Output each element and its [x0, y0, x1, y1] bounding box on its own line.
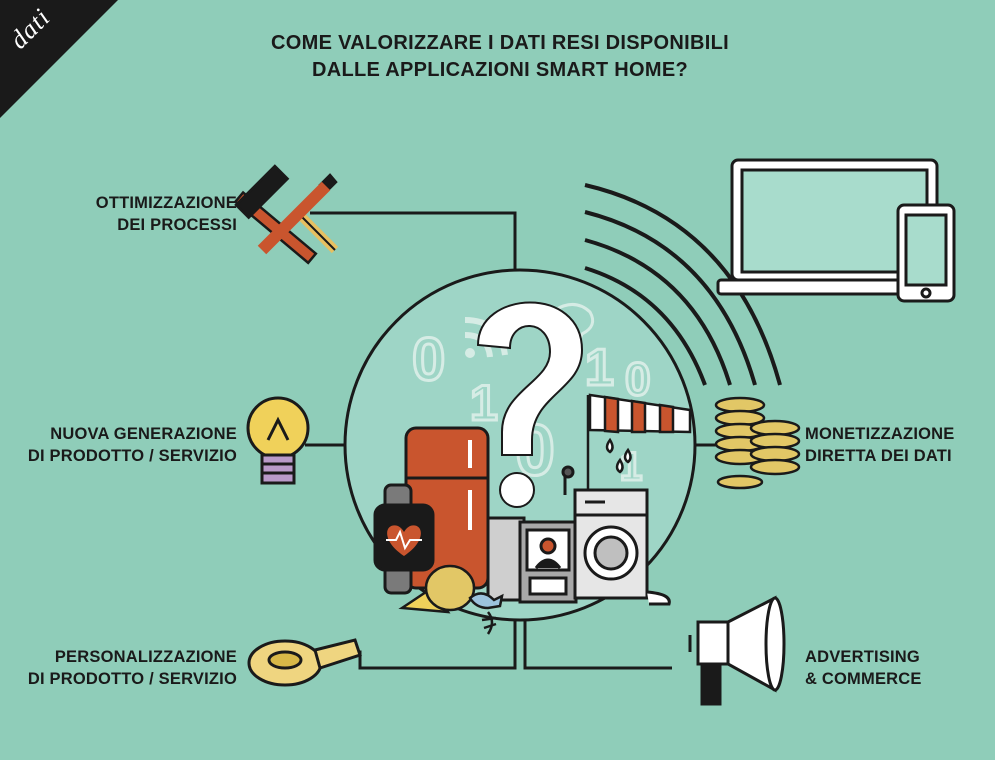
windsock-icon — [586, 393, 692, 500]
binary-glyph: 0 — [412, 326, 445, 393]
label-advertising: ADVERTISING & COMMERCE — [805, 646, 922, 690]
binary-glyph: 1 — [470, 375, 498, 431]
label-line: PERSONALIZZAZIONE — [54, 648, 237, 666]
title-line-1: COME VALORIZZARE I DATI RESI DISPONIBILI — [271, 32, 729, 54]
wireless-arcs — [584, 183, 782, 386]
label-monetizzazione: MONETIZZAZIONE DIRETTA DEI DATI — [805, 423, 954, 467]
label-personalizzazione: PERSONALIZZAZIONE DI PRODOTTO / SERVIZIO — [28, 646, 237, 690]
label-line: DI PRODOTTO / SERVIZIO — [27, 447, 237, 465]
label-line: DI PRODOTTO / SERVIZIO — [27, 670, 237, 688]
smartphone-icon — [896, 203, 956, 303]
binary-glyph: 1 — [585, 339, 614, 397]
label-line: MONETIZZAZIONE — [805, 425, 955, 443]
light-bulb-icon — [246, 396, 310, 485]
megaphone-icon — [688, 595, 786, 706]
label-line: DIRETTA DEI DATI — [805, 447, 952, 465]
label-line: DEI PROCESSI — [117, 216, 237, 234]
page-title: COME VALORIZZARE I DATI RESI DISPONIBILI… — [190, 30, 810, 84]
laptop-icon — [716, 158, 950, 296]
tape-measure-icon — [247, 638, 362, 687]
label-line: OTTIMIZZAZIONE — [95, 194, 237, 212]
intercom-icon — [486, 516, 578, 604]
label-line: NUOVA GENERAZIONE — [50, 425, 237, 443]
connector-advertising — [523, 620, 672, 670]
label-line: ADVERTISING — [805, 648, 920, 666]
smartwatch-icon — [373, 483, 435, 595]
coin-stack-icon — [714, 396, 801, 490]
binary-glyph: 0 — [625, 353, 651, 405]
label-nuova-generazione: NUOVA GENERAZIONE DI PRODOTTO / SERVIZIO — [28, 423, 237, 467]
tools-icon — [233, 164, 339, 265]
label-line: & COMMERCE — [805, 670, 922, 688]
question-mark-icon — [476, 301, 584, 508]
food-items-icon — [398, 564, 504, 635]
washing-machine-icon — [561, 465, 671, 606]
label-ottimizzazione-processi: OTTIMIZZAZIONE DEI PROCESSI — [96, 192, 237, 236]
connector-processi — [310, 211, 517, 270]
corner-tag-triangle — [0, 0, 118, 118]
title-line-2: DALLE APPLICAZIONI SMART HOME? — [311, 59, 689, 81]
